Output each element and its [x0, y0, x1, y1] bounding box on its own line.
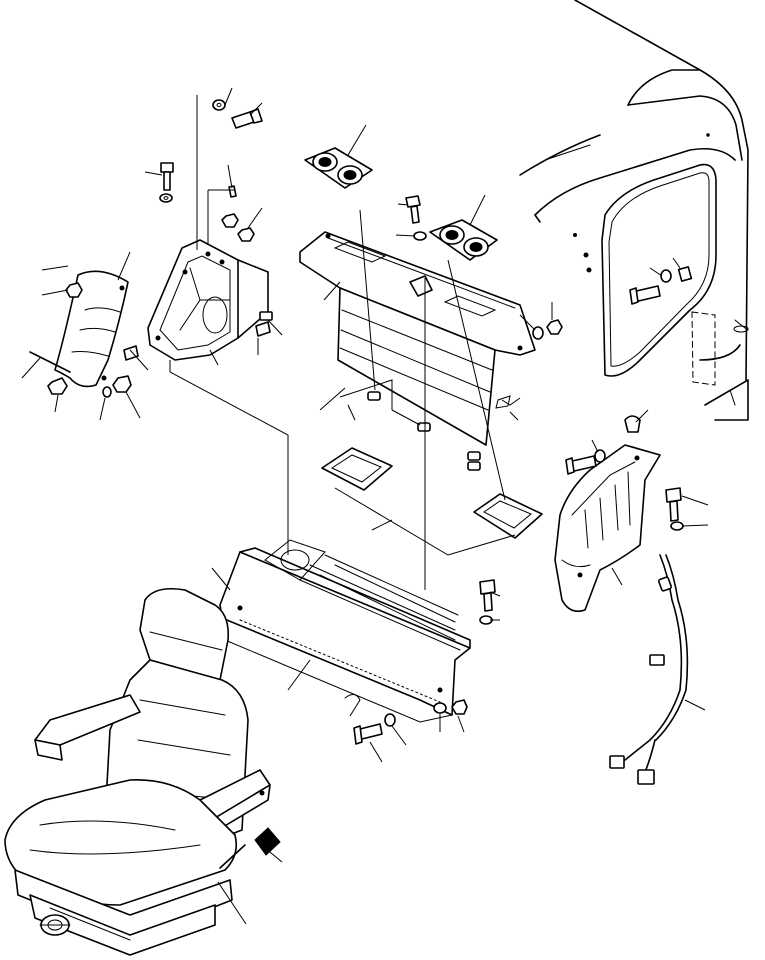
speaker-right: [429, 219, 498, 261]
left-side-cover: [29, 270, 129, 388]
duct-cover-right: [473, 493, 543, 539]
left-bracket: [147, 239, 269, 361]
speaker-left: [304, 147, 373, 189]
cab-shell: [519, 0, 749, 421]
washers: [102, 99, 684, 727]
nuts: [47, 213, 693, 715]
floor-tray: [219, 539, 471, 723]
duct-cover-left: [321, 447, 393, 491]
seat-lever-grip: [219, 827, 281, 869]
leader-lines: [21, 87, 709, 925]
operator-seat: [4, 587, 271, 956]
clips: [367, 391, 481, 471]
cab-door-window: [601, 163, 717, 386]
rear-panel: [299, 231, 536, 446]
wire-harness: [609, 554, 689, 785]
right-console-cover: [554, 415, 661, 613]
